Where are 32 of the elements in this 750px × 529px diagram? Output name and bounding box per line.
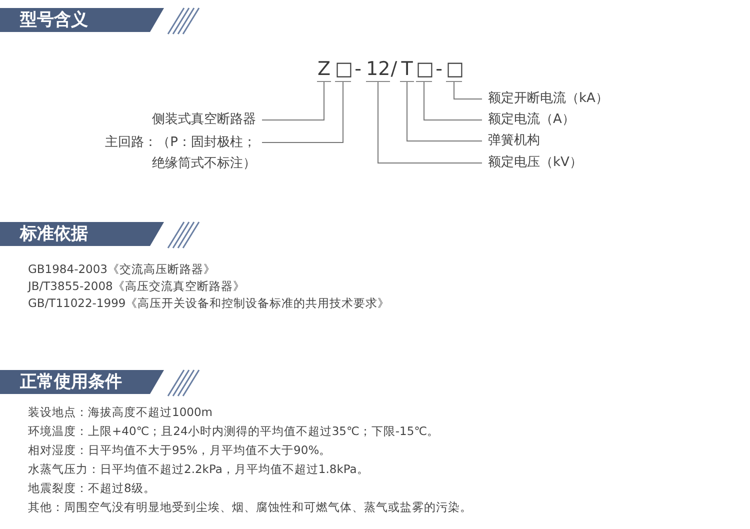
body-text: GB/T11022-1999《高压开关设备和控制设备标准的共用技术要求》 bbox=[28, 295, 390, 312]
leader-label: 弹簧机构 bbox=[488, 133, 638, 149]
section-heading: 标准依据 bbox=[0, 222, 164, 246]
leader-line bbox=[424, 82, 482, 120]
body-text: 其他：周围空气没有明显地受到尘埃、烟、腐蚀性和可燃气体、蒸气或盐雾的污染。 bbox=[28, 499, 472, 516]
body-text: 相对湿度：日平均值不大于95%，月平均值不大于90%。 bbox=[28, 442, 332, 459]
leader-line bbox=[378, 82, 482, 164]
leader-label: 额定电压（kV） bbox=[488, 155, 638, 171]
body-text: 装设地点：海拔高度不超过1000m bbox=[28, 404, 212, 421]
model-code-part: □ bbox=[446, 58, 462, 82]
leader-line bbox=[406, 82, 482, 142]
separator-text: - bbox=[434, 58, 444, 80]
body-text: GB1984-2003《交流高压断路器》 bbox=[28, 261, 216, 278]
leader-line bbox=[262, 82, 344, 143]
leader-label: 额定电流（A） bbox=[488, 112, 638, 128]
model-code-part: 12 bbox=[366, 58, 390, 82]
model-code-part: Z bbox=[317, 58, 331, 82]
model-code-part: T bbox=[400, 58, 414, 82]
section-heading: 正常使用条件 bbox=[0, 370, 164, 394]
leader-label: 侧装式真空断路器 bbox=[100, 112, 256, 128]
body-text: 水蒸气压力：日平均值不超过2.2kPa，月平均值不超过1.8kPa。 bbox=[28, 461, 369, 478]
separator-text: / bbox=[390, 58, 398, 80]
body-text: 地震裂度：不超过8级。 bbox=[28, 480, 156, 497]
section-heading: 型号含义 bbox=[0, 8, 164, 32]
model-code-part: □ bbox=[416, 58, 432, 82]
body-text: JB/T3855-2008《高压交流真空断路器》 bbox=[28, 278, 245, 295]
separator-text: - bbox=[354, 58, 362, 80]
leader-line bbox=[262, 82, 324, 120]
model-code-part: □ bbox=[335, 58, 351, 82]
leader-label: 额定开断电流（kA） bbox=[488, 91, 638, 107]
body-text: 环境温度：上限+40℃；且24小时内测得的平均值不超过35℃；下限-15℃。 bbox=[28, 423, 440, 440]
leader-line bbox=[454, 82, 482, 100]
